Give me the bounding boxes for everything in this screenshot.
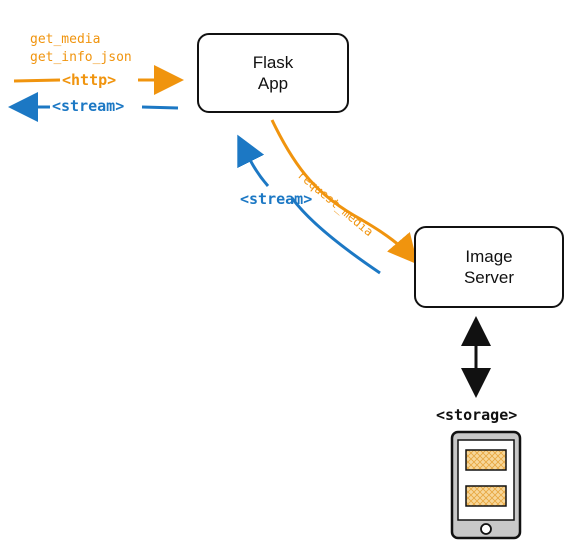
storage-device-icon	[450, 430, 522, 540]
flask-app-label-line2: App	[257, 74, 289, 93]
stream-response-arrow-mid	[240, 140, 381, 275]
image-server-node: Image Server	[414, 226, 564, 308]
image-server-label-line1: Image	[465, 247, 513, 266]
flask-app-label-line1: Flask	[252, 53, 294, 72]
flask-app-node: Flask App	[197, 33, 349, 113]
get-info-json-label: get_info_json	[30, 50, 132, 65]
get-media-label: get_media	[30, 32, 101, 47]
stream-label-mid: <stream>	[240, 190, 313, 208]
http-label: <http>	[62, 71, 117, 89]
storage-label: <storage>	[436, 406, 518, 424]
request-media-arrow	[270, 119, 418, 265]
image-server-label-line2: Server	[463, 268, 515, 287]
stream-response-arrow-left	[14, 107, 179, 108]
stream-label-left: <stream>	[52, 97, 125, 115]
